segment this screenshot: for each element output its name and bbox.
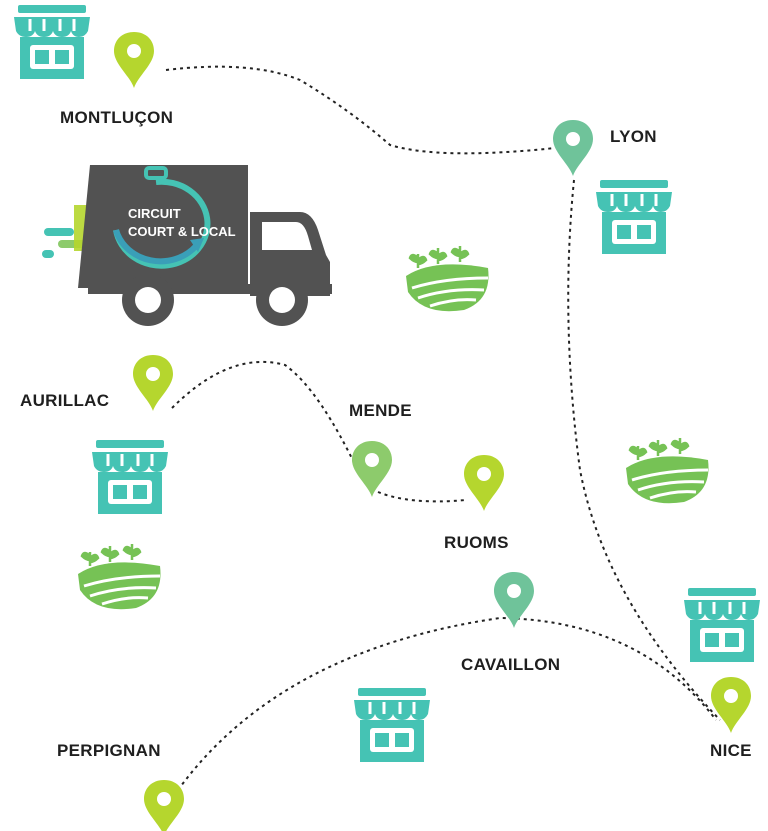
- shop-icon: [12, 3, 92, 81]
- farm-field-icon: [76, 542, 162, 611]
- city-label-mende: MENDE: [349, 401, 412, 420]
- map-pin-icon[interactable]: [464, 455, 504, 511]
- city-label-montlucon: MONTLUÇON: [60, 108, 173, 127]
- city-label-lyon: LYON: [610, 127, 657, 146]
- shop-icon: [352, 686, 432, 764]
- farm-field-icon: [624, 436, 710, 505]
- city-label-ruoms: RUOMS: [444, 533, 509, 552]
- logo-line-1: CIRCUIT: [128, 206, 181, 221]
- route-mende-ruoms: [377, 491, 467, 503]
- map-pin-icon[interactable]: [352, 441, 392, 497]
- map-pin-icon[interactable]: [711, 677, 751, 733]
- route-perpignan-nice: [177, 616, 717, 791]
- stopwatch-icon: [113, 166, 211, 269]
- shop-icon: [682, 586, 762, 664]
- map-pin-icon[interactable]: [114, 32, 154, 88]
- city-label-cavaillon: CAVAILLON: [461, 655, 560, 674]
- route-aurillac-mende: [171, 361, 361, 476]
- map-pin-icon[interactable]: [133, 355, 173, 411]
- delivery-truck-icon: [42, 165, 332, 326]
- map-pin-icon[interactable]: [144, 780, 184, 831]
- farm-field-icon: [404, 244, 490, 313]
- city-label-aurillac: AURILLAC: [20, 391, 109, 410]
- map-pin-icon[interactable]: [553, 120, 593, 176]
- city-label-perpignan: PERPIGNAN: [57, 741, 161, 760]
- shop-icon: [594, 178, 674, 256]
- map-pin-icon[interactable]: [494, 572, 534, 628]
- route-montlucon-lyon: [165, 65, 556, 155]
- city-label-nice: NICE: [710, 741, 752, 760]
- logo-line-2: COURT & LOCAL: [128, 224, 236, 239]
- shop-icon: [90, 438, 170, 516]
- routes: [165, 65, 721, 791]
